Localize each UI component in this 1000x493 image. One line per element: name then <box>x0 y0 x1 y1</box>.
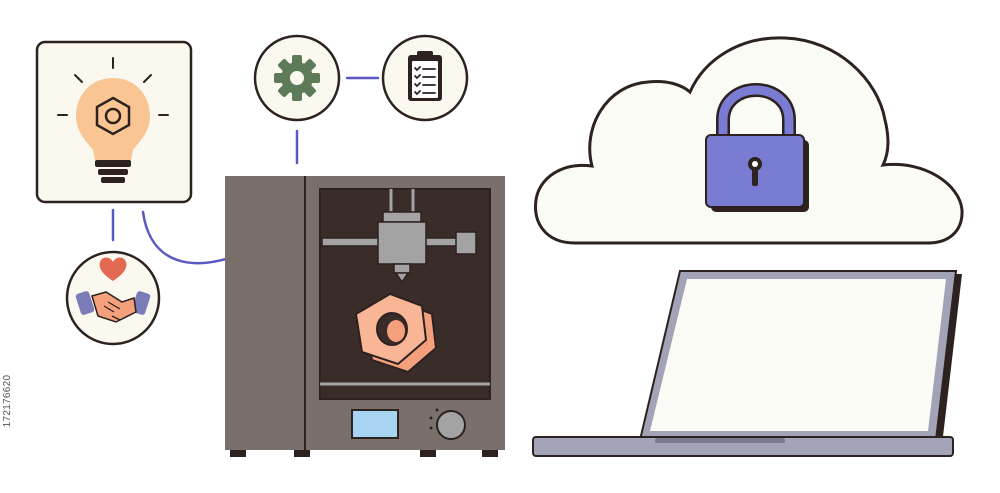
laptop-base <box>532 436 954 457</box>
laptop-icon <box>532 270 962 457</box>
3d-printer-icon <box>225 176 505 457</box>
stock-image-id: 172176620 <box>2 374 13 428</box>
settings-badge <box>253 34 341 122</box>
padlock-icon <box>705 82 809 212</box>
clipboard-checklist-icon <box>408 51 442 101</box>
checklist-badge <box>381 34 469 122</box>
printed-hex-nut <box>354 292 438 374</box>
gear-icon <box>274 55 320 101</box>
partnership-badge <box>65 250 161 346</box>
print-head <box>377 211 427 284</box>
printer-knob <box>436 410 466 440</box>
handshake-heart-icon <box>75 257 151 323</box>
laptop-screen <box>650 279 946 431</box>
printer-display <box>351 409 399 439</box>
lightbulb-hex-nut-icon <box>57 57 169 183</box>
cloud-storage <box>534 36 964 245</box>
idea-card <box>35 40 193 204</box>
